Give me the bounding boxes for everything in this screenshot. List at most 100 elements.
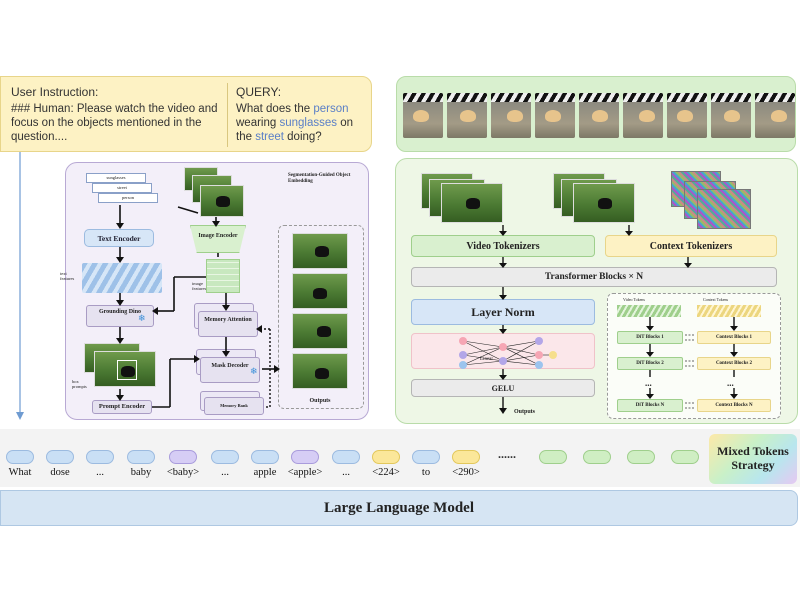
mlp-network-graph bbox=[459, 337, 557, 369]
prompt-encoder-box: Prompt Encoder bbox=[92, 400, 152, 414]
dit-block-2: DiT Blocks 2 bbox=[617, 357, 683, 370]
baby-figure bbox=[677, 110, 693, 122]
video-frame-4 bbox=[535, 93, 575, 138]
input-frame-front bbox=[200, 185, 244, 217]
query-highlight-person: person bbox=[313, 103, 349, 115]
snowflake-icon: ❄ bbox=[138, 313, 146, 323]
context-block-1: Context Blocks 1 bbox=[697, 331, 771, 344]
video-frame-2 bbox=[447, 93, 487, 138]
token-ellipsis: ...... bbox=[498, 447, 516, 461]
text-encoder-box: Text Encoder bbox=[84, 229, 154, 247]
video-frame-6 bbox=[623, 93, 663, 138]
baby-figure bbox=[413, 110, 429, 122]
word-card-person: person bbox=[98, 193, 158, 203]
linear-label: Linear bbox=[480, 357, 494, 362]
seg-outputs-label: Outputs bbox=[309, 398, 331, 404]
query-column: QUERY: What does the person wearing sung… bbox=[236, 85, 366, 144]
token-pill-dose bbox=[46, 450, 74, 464]
token-pill-ellipsis-2 bbox=[211, 450, 239, 464]
left-flow-arrow bbox=[16, 152, 24, 420]
query-text: What does the person wearing sunglasses … bbox=[236, 102, 366, 144]
context-noise-front bbox=[697, 189, 751, 229]
token-pill-video-2 bbox=[583, 450, 611, 464]
video-clip-front-1 bbox=[441, 183, 503, 223]
token-label: to bbox=[421, 467, 431, 478]
dit-ellipsis: ... bbox=[645, 378, 652, 388]
token-pill-ellipsis-1 bbox=[86, 450, 114, 464]
output-frame-4 bbox=[292, 353, 348, 389]
video-frame-5 bbox=[579, 93, 619, 138]
instruction-text: ### Human: Please watch the video and fo… bbox=[11, 103, 218, 143]
image-features-label: image features bbox=[192, 281, 207, 291]
outputs-frame bbox=[278, 225, 364, 409]
text-features-bars bbox=[82, 263, 162, 293]
video-outputs-label: Outputs bbox=[514, 409, 536, 415]
segmentation-panel: Segmentation-Guided Object Embedding sun… bbox=[60, 162, 369, 420]
baby-figure bbox=[507, 110, 523, 122]
image-encoder-box bbox=[190, 225, 246, 253]
query-part: What does the bbox=[236, 103, 314, 115]
token-label: apple bbox=[253, 467, 277, 478]
video-panel-arrows bbox=[499, 225, 738, 414]
context-tokens-label: Context Tokens bbox=[703, 297, 729, 302]
token-pill-ellipsis-3 bbox=[332, 450, 360, 464]
memory-attention-box: Memory Attention bbox=[198, 311, 258, 337]
token-label: <apple> bbox=[287, 467, 323, 478]
video-frame-7 bbox=[667, 93, 707, 138]
baby-figure bbox=[771, 110, 787, 122]
query-part: doing? bbox=[283, 131, 322, 143]
video-frame-8 bbox=[711, 93, 751, 138]
clapperboard-icon bbox=[447, 93, 487, 102]
clapperboard-icon bbox=[667, 93, 707, 102]
clapperboard-icon bbox=[755, 93, 795, 102]
memory-attention-label: Memory Attention bbox=[204, 317, 252, 323]
output-frame-2 bbox=[292, 273, 348, 309]
token-label: What bbox=[8, 467, 32, 478]
token-pill-video-4 bbox=[671, 450, 699, 464]
video-frame-3 bbox=[491, 93, 531, 138]
clapperboard-icon bbox=[711, 93, 751, 102]
image-encoder-label: Image Encoder bbox=[198, 233, 238, 239]
token-pill-baby-tag bbox=[169, 450, 197, 464]
dit-block-1: DiT Blocks 1 bbox=[617, 331, 683, 344]
box-prompts-label: box prompts bbox=[72, 379, 87, 389]
context-ellipsis: ... bbox=[727, 378, 734, 388]
word-card-sunglasses: sunglasses bbox=[86, 173, 146, 183]
query-title: QUERY: bbox=[236, 85, 282, 99]
clapperboard-icon bbox=[623, 93, 663, 102]
video-frame-1 bbox=[403, 93, 443, 138]
clapperboard-icon bbox=[403, 93, 443, 102]
instruction-divider bbox=[227, 83, 228, 147]
mask-decoder-label: Mask Decoder bbox=[211, 363, 249, 369]
word-card-street: street bbox=[92, 183, 152, 193]
video-clip-front-2 bbox=[573, 183, 635, 223]
video-frame-9 bbox=[755, 93, 795, 138]
context-tokenizers-box: Context Tokenizers bbox=[605, 235, 777, 257]
instruction-column: User Instruction: ### Human: Please watc… bbox=[11, 85, 221, 144]
token-pill-290 bbox=[452, 450, 480, 464]
output-frame-1 bbox=[292, 233, 348, 269]
clapperboard-icon bbox=[491, 93, 531, 102]
image-features-cube bbox=[206, 259, 240, 293]
query-highlight-street: street bbox=[255, 131, 284, 143]
memory-bank-box: Memory Bank bbox=[204, 397, 264, 415]
mask-decoder-box: Mask Decoder bbox=[200, 357, 260, 383]
output-frame-3 bbox=[292, 313, 348, 349]
video-encoder-panel: Video Tokenizers Context Tokenizers Tran… bbox=[395, 158, 798, 424]
baby-figure bbox=[460, 110, 476, 122]
baby-figure bbox=[545, 110, 561, 122]
token-pill-apple-tag bbox=[291, 450, 319, 464]
token-label: ... bbox=[96, 467, 104, 478]
token-pill-baby bbox=[127, 450, 155, 464]
token-pill-apple bbox=[251, 450, 279, 464]
query-part: on the bbox=[236, 117, 354, 143]
token-label: ... bbox=[221, 467, 229, 478]
token-pill-video-3 bbox=[627, 450, 655, 464]
grounding-dino-label: Grounding Dino bbox=[98, 309, 142, 315]
token-label: dose bbox=[50, 467, 70, 478]
clapperboard-icon bbox=[535, 93, 575, 102]
text-features-label: text features bbox=[60, 271, 75, 281]
clapperboard-icon bbox=[579, 93, 619, 102]
context-tokens-strip bbox=[697, 305, 761, 317]
token-pill-what bbox=[6, 450, 34, 464]
